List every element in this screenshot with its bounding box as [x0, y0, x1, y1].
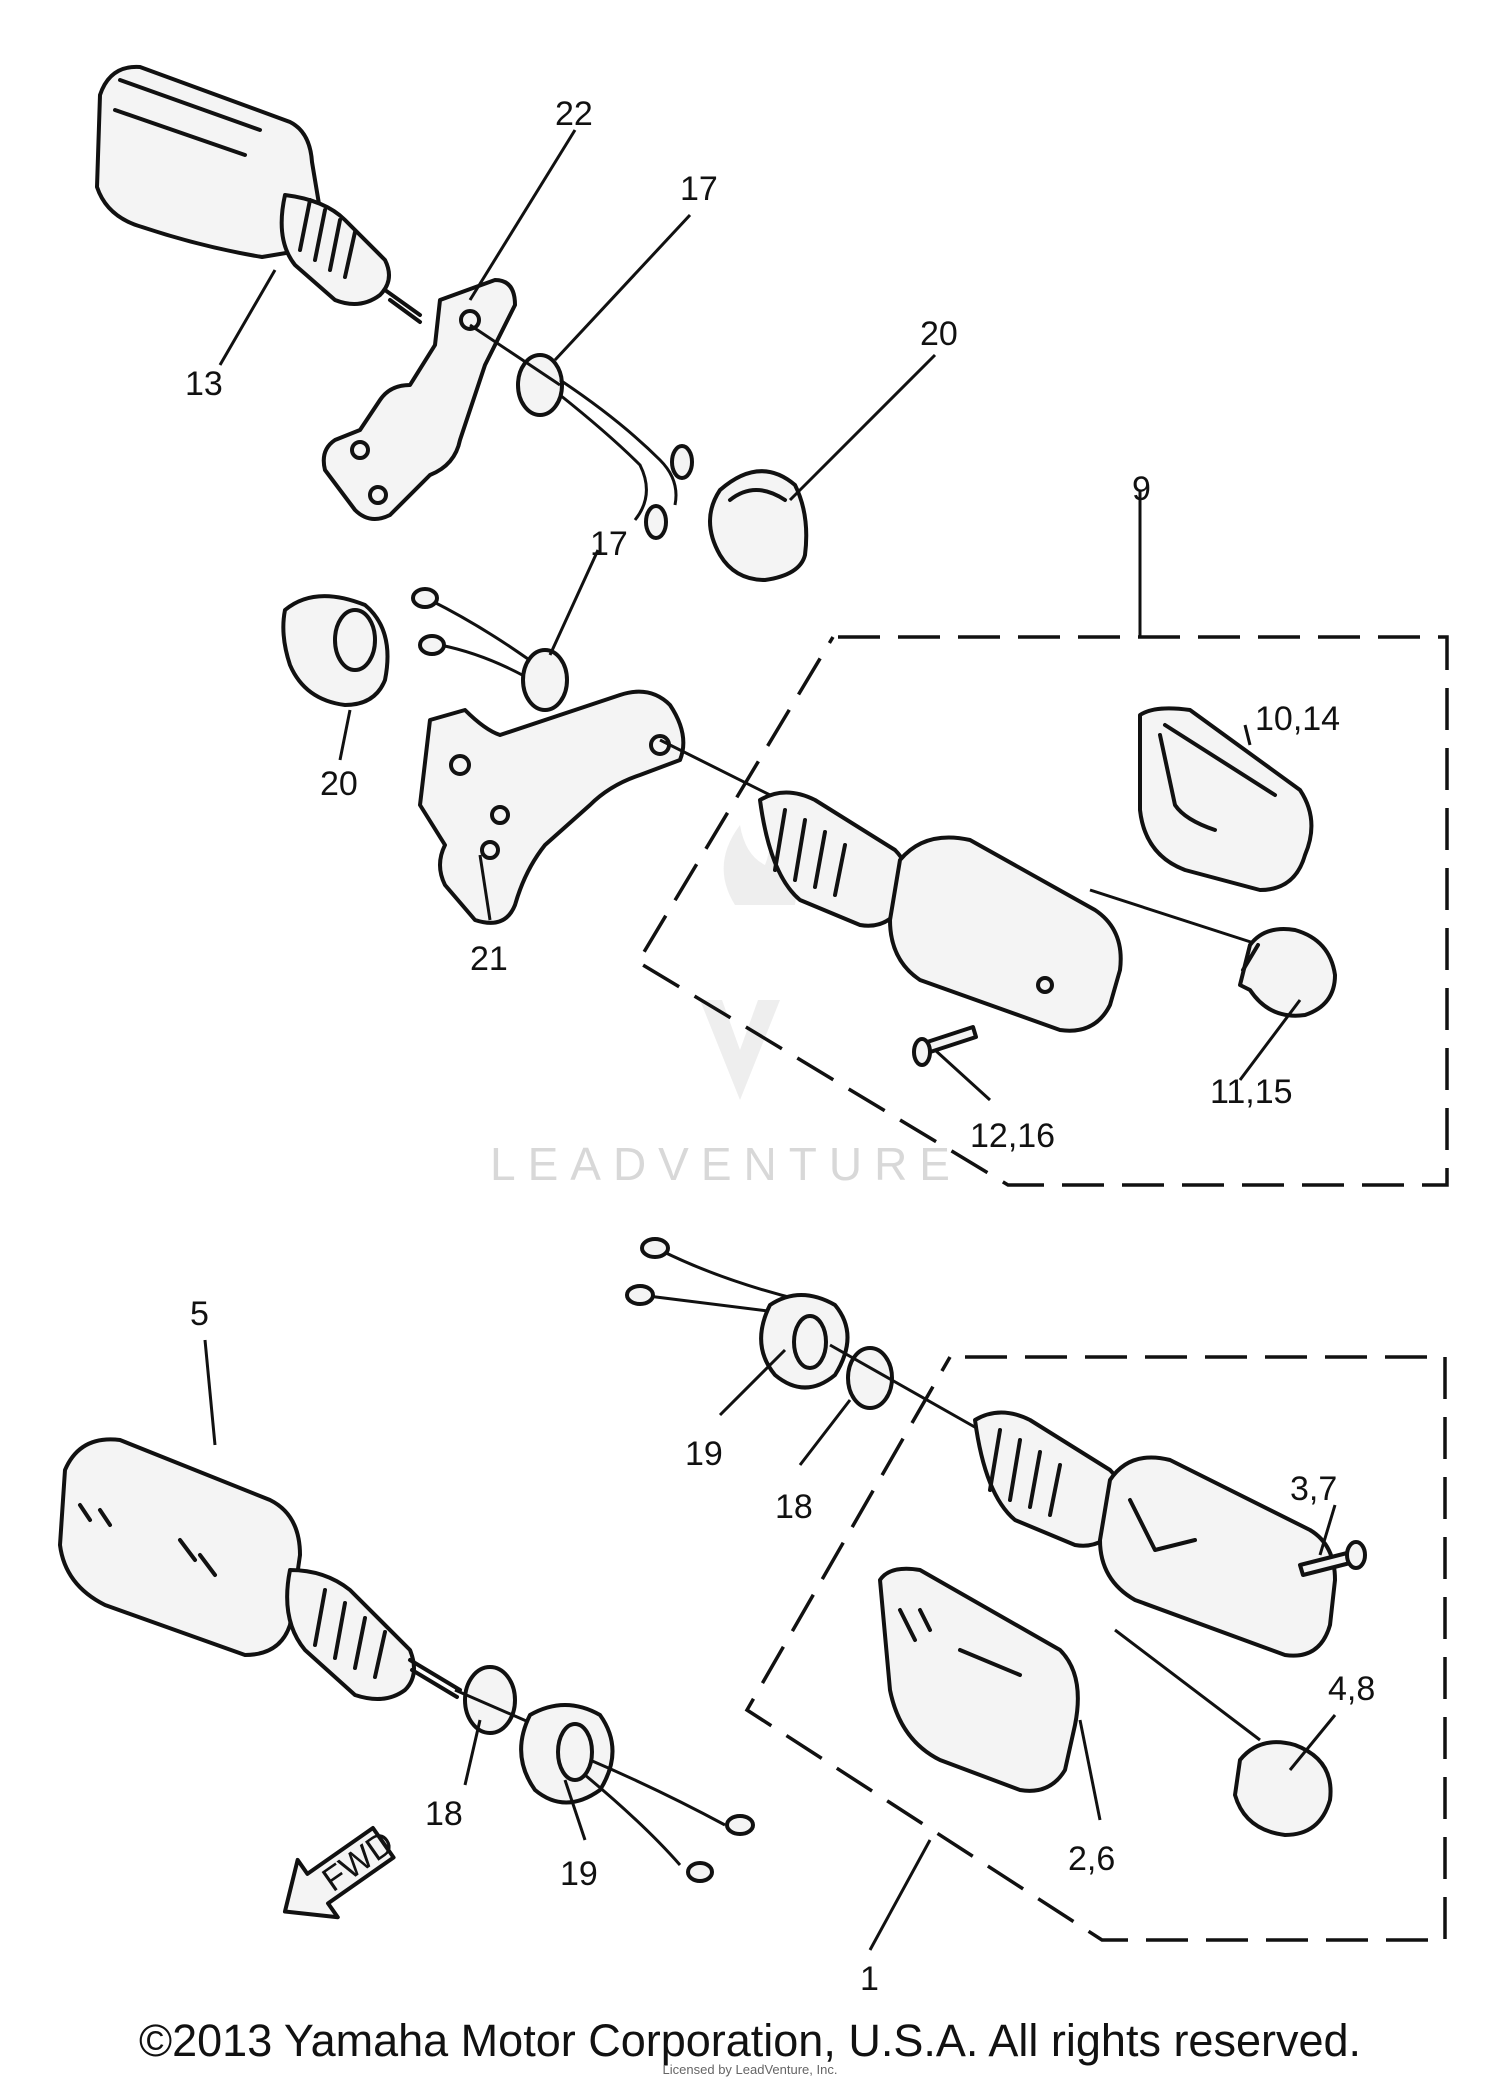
callout-19-bottom: 19 [560, 1855, 598, 1893]
callout-19-top: 19 [685, 1435, 723, 1473]
callout-22: 22 [555, 95, 593, 133]
assembly-box-1 [744, 1355, 1447, 1942]
assembly-box-9 [635, 635, 1449, 1187]
callout-21: 21 [470, 940, 508, 978]
cap-20-mid [281, 594, 390, 707]
cap-20-top [708, 469, 809, 582]
callouts: 22 17 13 20 9 17 20 10,14 21 11,15 12,16… [185, 95, 1375, 1998]
callout-1: 1 [860, 1960, 879, 1998]
callout-5: 5 [190, 1295, 209, 1333]
license-notice: Licensed by LeadVenture, Inc. [662, 2062, 838, 2077]
callout-18-bottom: 18 [425, 1795, 463, 1833]
lens-2-6 [878, 1566, 1080, 1793]
bulb-4-8 [1114, 1628, 1333, 1837]
fwd-label: FWD [316, 1824, 401, 1900]
turn-signal-1-body [973, 1410, 1337, 1658]
fwd-arrow: FWD [282, 1824, 401, 1920]
screw-3-7 [1298, 1540, 1367, 1577]
callout-12-16: 12,16 [970, 1117, 1055, 1155]
callout-10-14: 10,14 [1255, 700, 1340, 738]
callout-17-mid: 17 [590, 525, 628, 563]
wires-mid [411, 587, 569, 712]
leader-lines [203, 129, 1337, 1951]
callout-13: 13 [185, 365, 223, 403]
bulb-11-15 [1089, 888, 1337, 1018]
lens-10-14 [1138, 706, 1314, 892]
callout-9: 9 [1132, 470, 1151, 508]
grommet-18-top [829, 1343, 981, 1432]
turn-signal-13 [95, 64, 422, 324]
grommet-18-bottom [454, 1665, 571, 1742]
callout-3-7: 3,7 [1290, 1470, 1337, 1508]
bracket-22 [321, 278, 517, 521]
grommet-17-top [469, 323, 694, 540]
cover-19-top [759, 1293, 850, 1390]
copyright-notice: ©2013 Yamaha Motor Corporation, U.S.A. A… [138, 2015, 1362, 2066]
callout-20-mid: 20 [320, 765, 358, 803]
callout-17-top: 17 [680, 170, 718, 208]
callout-20-top: 20 [920, 315, 958, 353]
callout-11-15: 11,15 [1210, 1073, 1293, 1111]
callout-4-8: 4,8 [1328, 1670, 1375, 1708]
bracket-21 [418, 689, 686, 925]
turn-signal-5 [58, 1437, 462, 1701]
cover-19-bottom [519, 1703, 755, 1883]
turn-signal-9-body [659, 738, 1123, 1033]
watermark-text: LEADVENTURE [490, 1138, 962, 1190]
screw-12-16 [912, 1025, 978, 1067]
callout-18-top: 18 [775, 1488, 813, 1526]
callout-2-6: 2,6 [1068, 1840, 1115, 1878]
